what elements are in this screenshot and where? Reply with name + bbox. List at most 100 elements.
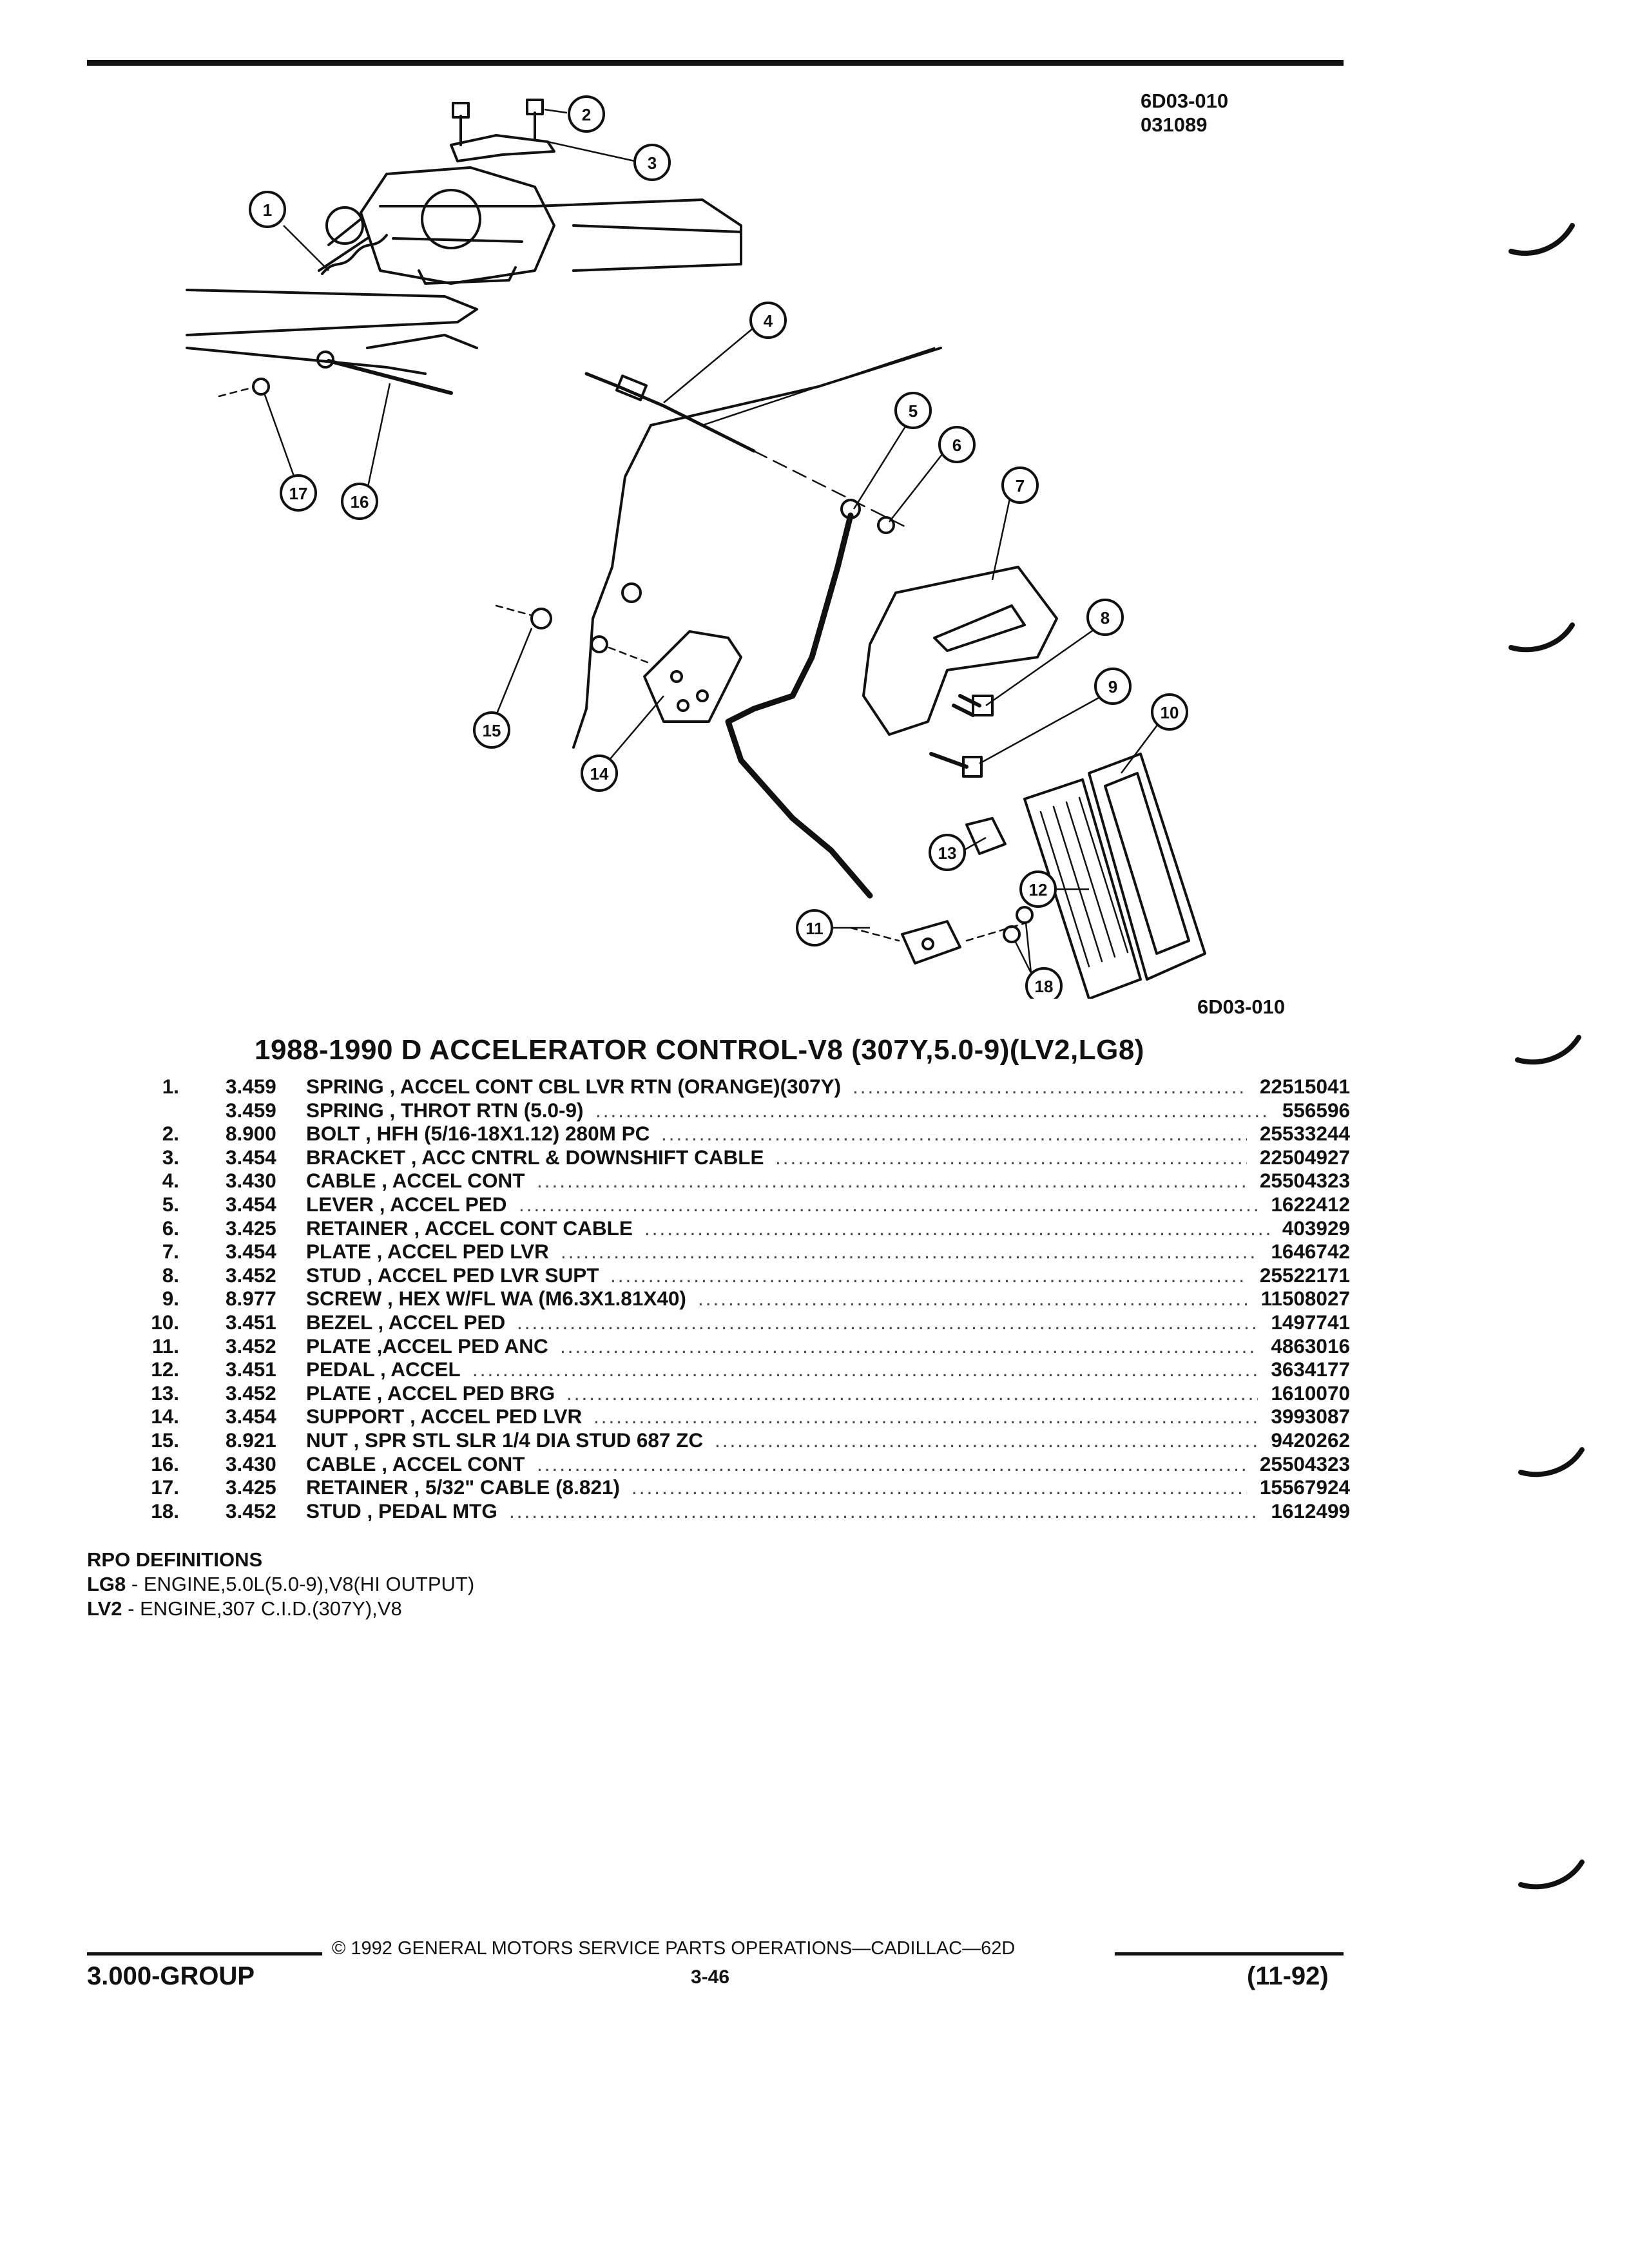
dot-leader: ........................................… (593, 1405, 1258, 1428)
exploded-parts-diagram: 1 2 3 4 5 6 7 8 9 10 11 12 13 14 15 16 1… (186, 95, 1206, 999)
callout-16 (341, 483, 378, 520)
callout-2 (568, 95, 605, 133)
part-index: 10. (151, 1310, 179, 1334)
part-index: 3. (162, 1145, 179, 1169)
part-index: 18. (151, 1499, 179, 1523)
part-number: 9420262 (1267, 1428, 1350, 1452)
part-index: 5. (162, 1192, 179, 1216)
dot-leader: ........................................… (610, 1263, 1247, 1287)
callout-14 (581, 754, 618, 792)
part-index: 15. (151, 1428, 179, 1452)
group-number: 3.452 (226, 1499, 276, 1523)
callout-label-5: 5 (909, 401, 918, 421)
part-description: PLATE ,ACCEL PED ANC (306, 1334, 548, 1358)
part-description: RETAINER , ACCEL CONT CABLE (306, 1216, 633, 1240)
group-number: 3.454 (226, 1240, 276, 1264)
group-number: 3.425 (226, 1216, 276, 1240)
dot-leader: ........................................… (631, 1475, 1247, 1499)
part-index: 7. (162, 1240, 179, 1264)
part-index: 8. (162, 1263, 179, 1287)
section-title: 1988-1990 D ACCELERATOR CONTROL-V8 (307Y… (255, 1034, 1144, 1066)
group-number: 3.451 (226, 1310, 276, 1334)
callout-10 (1151, 693, 1188, 731)
part-description: BOLT , HFH (5/16-18X1.12) 280M PC (306, 1122, 650, 1146)
section-code: 6D03-010 (1141, 90, 1229, 112)
group-number: 3.451 (226, 1358, 276, 1381)
part-description: SPRING , ACCEL CONT CBL LVR RTN (ORANGE)… (306, 1075, 842, 1098)
callout-9 (1094, 668, 1132, 705)
part-description: STUD , PEDAL MTG (306, 1499, 497, 1523)
callout-label-17: 17 (289, 484, 308, 503)
intake-manifold-drawing (534, 198, 742, 272)
group-number: 3.459 (226, 1075, 276, 1098)
part-number: 11508027 (1257, 1287, 1350, 1311)
part-number: 25522171 (1255, 1263, 1350, 1287)
callout-17 (280, 474, 317, 512)
group-number: 3.452 (226, 1381, 276, 1405)
callout-label-6: 6 (952, 436, 961, 455)
group-number: 3.452 (226, 1334, 276, 1358)
binder-mark (1515, 1035, 1581, 1065)
part-description: CABLE , ACCEL CONT (306, 1169, 525, 1193)
callout-5 (894, 392, 932, 429)
top-rule (87, 60, 1344, 66)
callout-label-18: 18 (1035, 977, 1054, 996)
callout-11 (796, 909, 833, 947)
rpo-item-lv2: LV2 - ENGINE,307 C.I.D.(307Y),V8 (87, 1597, 402, 1620)
rpo-item-lg8: LG8 - ENGINE,5.0L(5.0-9),V8(HI OUTPUT) (87, 1573, 475, 1595)
part-index: 4. (162, 1169, 179, 1193)
dot-leader: ........................................… (560, 1334, 1258, 1358)
group-number: 3.454 (226, 1405, 276, 1428)
dot-leader: ........................................… (509, 1499, 1258, 1523)
part-index: 1. (162, 1075, 179, 1098)
part-number: 3634177 (1267, 1358, 1350, 1381)
part-description: LEVER , ACCEL PED (306, 1192, 507, 1216)
binder-mark (1509, 223, 1575, 256)
callout-3 (633, 144, 671, 181)
part-index: 11. (151, 1334, 179, 1358)
callout-13 (929, 834, 966, 871)
dot-leader: ........................................… (537, 1169, 1247, 1193)
part-number: 403929 (1278, 1216, 1350, 1240)
part-number: 25504323 (1255, 1452, 1350, 1476)
dot-leader: ........................................… (566, 1381, 1258, 1405)
binder-mark (1509, 622, 1575, 653)
group-number: 3.430 (226, 1169, 276, 1193)
anchor-plate-drawing (901, 920, 961, 965)
pedal-lever-drawing (725, 512, 873, 899)
page-number: 3-46 (691, 1966, 730, 1988)
callout-label-13: 13 (938, 843, 957, 863)
part-description: PEDAL , ACCEL (306, 1358, 461, 1381)
part-index: 2. (162, 1122, 179, 1146)
group-number: 8.900 (226, 1122, 276, 1146)
support-plate-drawing (643, 630, 742, 723)
part-index: 17. (151, 1475, 179, 1499)
firewall-drawing (572, 424, 652, 749)
part-description: PLATE , ACCEL PED BRG (306, 1381, 555, 1405)
dot-leader: ........................................… (775, 1145, 1247, 1169)
footer-copyright: © 1992 GENERAL MOTORS SERVICE PARTS OPER… (332, 1938, 1016, 1959)
callout-label-4: 4 (764, 311, 773, 331)
callout-label-2: 2 (582, 105, 591, 124)
callout-label-12: 12 (1029, 880, 1048, 899)
part-number: 25504323 (1255, 1169, 1350, 1193)
dot-leader: ........................................… (715, 1428, 1258, 1452)
group-number: 3.430 (226, 1452, 276, 1475)
part-number: 4863016 (1267, 1334, 1350, 1358)
dot-leader: ........................................… (644, 1216, 1269, 1240)
table-row: 2. 8.900 BOLT , HFH (5/16-18X1.12) 280M PC… (122, 1122, 1350, 1146)
part-index: 12. (151, 1358, 179, 1381)
footer-date: (11-92) (1247, 1962, 1329, 1990)
part-number: 15567924 (1255, 1475, 1350, 1499)
part-description: SCREW , HEX W/FL WA (M6.3X1.81X40) (306, 1287, 686, 1311)
part-number: 1622412 (1267, 1192, 1350, 1216)
group-number: 3.454 (226, 1192, 276, 1216)
